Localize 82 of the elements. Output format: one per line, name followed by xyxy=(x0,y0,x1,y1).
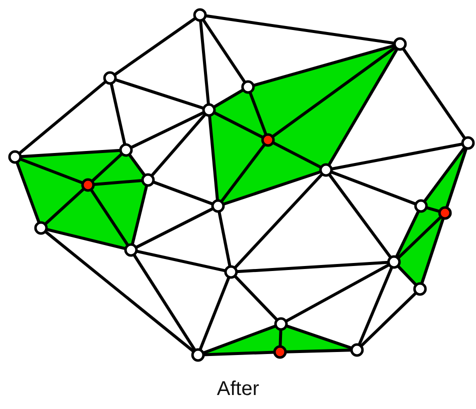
mesh-edge xyxy=(20,148,121,158)
mesh-edge xyxy=(110,83,126,145)
mesh-edge xyxy=(285,348,352,354)
mesh-edge xyxy=(426,206,440,213)
mesh-edge xyxy=(203,350,275,356)
mesh-edge xyxy=(234,274,278,322)
vertex-dot xyxy=(273,345,287,359)
vertex-dot xyxy=(202,103,216,117)
mesh-edge xyxy=(132,254,196,352)
mesh-edge xyxy=(136,250,226,272)
vertex-dot xyxy=(438,206,452,220)
mesh-edge xyxy=(128,154,146,176)
mesh-edge xyxy=(236,260,389,274)
mesh-edge xyxy=(135,207,214,249)
mesh-edge xyxy=(152,180,214,206)
vertex-dot xyxy=(319,163,333,177)
vertex-dot xyxy=(119,143,133,157)
mesh-edge xyxy=(20,158,84,184)
mesh-edge xyxy=(331,142,463,170)
mesh-edge xyxy=(114,16,196,76)
mesh-edge xyxy=(44,230,195,353)
vertex-dot xyxy=(461,136,475,150)
mesh-edge xyxy=(272,141,322,169)
mesh-edge xyxy=(248,92,268,136)
vertex-dot xyxy=(124,243,138,257)
mesh-edge xyxy=(91,152,123,182)
vertex-dot xyxy=(141,173,155,187)
vertex-dot xyxy=(274,317,288,331)
mesh-edge xyxy=(15,162,41,224)
mesh-edge xyxy=(445,148,468,208)
vertex-dot xyxy=(387,255,401,269)
vertex-dot xyxy=(261,133,275,147)
mesh-edge xyxy=(208,115,219,201)
mesh-edge xyxy=(222,170,322,206)
mesh-edge xyxy=(205,14,395,45)
mesh-edge xyxy=(252,44,396,87)
mesh-edge xyxy=(328,174,392,258)
mesh-edge xyxy=(90,188,130,246)
vertex-dot xyxy=(414,199,428,213)
mesh-edge xyxy=(286,324,352,350)
mesh-edge xyxy=(198,276,230,350)
mesh-edge xyxy=(423,146,466,202)
mesh-edge xyxy=(213,111,264,139)
mesh-edge xyxy=(395,210,420,258)
mesh-edge xyxy=(44,188,85,226)
vertex-dot xyxy=(34,221,48,235)
mesh-edge xyxy=(402,48,466,140)
mesh-edge xyxy=(93,178,143,186)
mesh-edge xyxy=(212,88,244,108)
mesh-edge xyxy=(272,46,396,138)
mesh-edge xyxy=(199,20,210,105)
vertex-dot xyxy=(393,37,407,51)
vertex-dot xyxy=(193,8,207,22)
mesh-edge xyxy=(396,264,418,286)
vertex-dot xyxy=(81,178,95,192)
vertex-dot xyxy=(191,348,205,362)
mesh-edge xyxy=(234,173,324,269)
mesh-edge xyxy=(278,329,282,347)
mesh-edge xyxy=(220,143,266,203)
vertex-dot xyxy=(241,80,255,94)
vertex-dot xyxy=(103,71,117,85)
mesh-edge xyxy=(150,113,207,177)
mesh-edge xyxy=(46,228,126,250)
mesh-edge xyxy=(420,218,445,284)
vertex-dot xyxy=(350,343,364,357)
mesh-edge xyxy=(202,18,246,84)
mesh-edge xyxy=(218,211,232,267)
vertex-dot xyxy=(8,150,22,164)
mesh-edge xyxy=(130,185,148,245)
vertex-dot xyxy=(413,282,427,296)
vertex-dot xyxy=(211,199,225,213)
mesh-edge xyxy=(330,170,416,206)
mesh-edge xyxy=(285,263,390,323)
caption: After xyxy=(216,378,260,401)
mesh-edge xyxy=(396,216,442,260)
mesh-edge xyxy=(360,292,418,348)
mesh-edge xyxy=(358,266,394,346)
mesh-edge xyxy=(114,78,204,110)
vertex-dot xyxy=(224,265,238,279)
mesh-edge xyxy=(328,48,398,166)
mesh-edge xyxy=(130,111,205,149)
mesh-edge xyxy=(18,80,107,155)
